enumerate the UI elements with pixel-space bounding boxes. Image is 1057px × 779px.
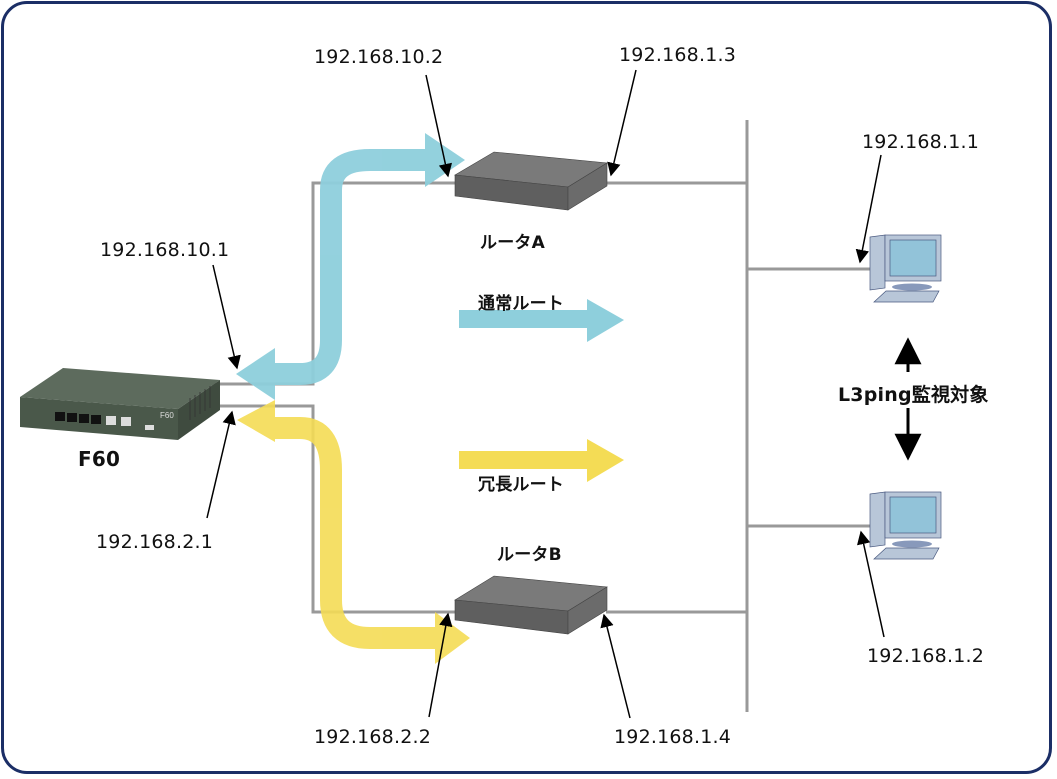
normal-route-label: 通常ルート — [478, 294, 564, 314]
router-b-label: ルータB — [497, 545, 562, 565]
normal-route-legend-arrow — [459, 299, 624, 342]
pointer-192-168-2-2 — [428, 612, 453, 718]
ip-label-f60-lower: 192.168.2.1 — [96, 531, 214, 553]
ip-pointer-arrows — [206, 69, 922, 719]
ip-label-router-b-lan: 192.168.1.4 — [614, 726, 732, 748]
ip-label-router-a-lan: 192.168.1.3 — [619, 44, 737, 66]
pointer-192-168-10-2 — [425, 74, 453, 178]
ip-label-f60-upper: 192.168.10.1 — [100, 239, 230, 261]
pointer-192-168-1-4 — [600, 613, 631, 719]
pc1-icon — [869, 234, 942, 303]
normal-route-arrowhead-left — [236, 348, 275, 400]
ip-label-pc1: 192.168.1.1 — [862, 131, 980, 153]
pointer-192-168-10-1 — [212, 264, 241, 370]
redundant-route-arrowhead-left — [237, 400, 275, 442]
normal-route-path — [236, 133, 465, 400]
pointer-192-168-2-1 — [206, 410, 236, 519]
pointer-192-168-1-3 — [607, 69, 637, 177]
pc2-icon — [869, 491, 942, 560]
link-f60-router-b — [212, 404, 455, 614]
ip-label-pc2: 192.168.1.2 — [867, 645, 985, 667]
f60-label: F60 — [78, 447, 121, 471]
ip-label-router-a-wan: 192.168.10.2 — [314, 46, 444, 68]
ip-label-router-b-wan: 192.168.2.2 — [314, 726, 432, 748]
redundant-route-label: 冗長ルート — [478, 475, 564, 495]
router-a-icon — [454, 151, 608, 211]
redundant-route-path — [237, 400, 470, 664]
pointer-192-168-1-2 — [857, 530, 885, 638]
redundant-route-legend-arrow — [459, 439, 624, 482]
svg-text:F60: F60 — [160, 411, 174, 420]
pointer-192-168-1-1 — [855, 154, 882, 264]
f60-device-icon: F60 — [20, 368, 220, 440]
router-b-icon — [454, 575, 608, 635]
router-a-label: ルータA — [480, 233, 545, 253]
monitor-target-label: L3ping監視対象 — [838, 384, 989, 406]
